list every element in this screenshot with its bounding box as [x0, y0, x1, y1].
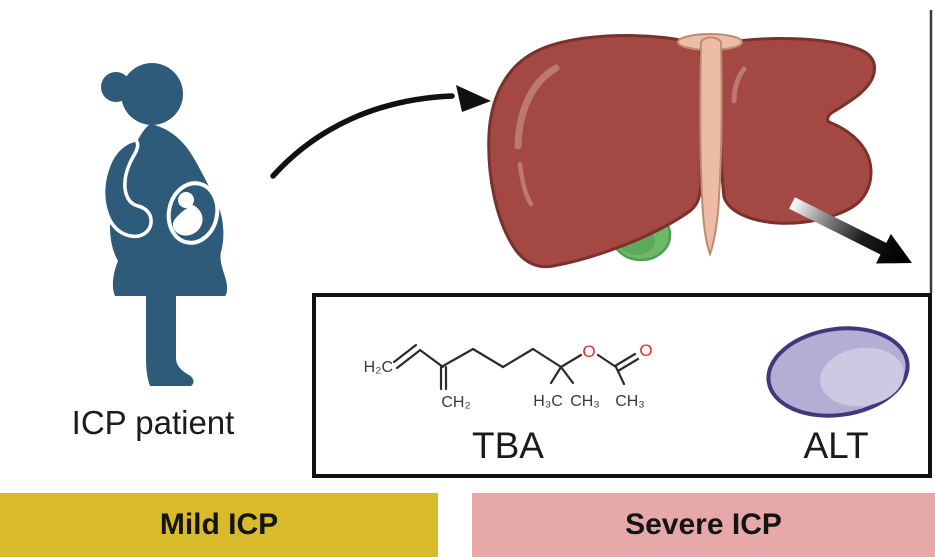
liver-right-lobe: [718, 36, 876, 225]
pregnant-woman-icon: [101, 63, 228, 386]
mild-icp-bar: Mild ICP: [0, 493, 438, 557]
liver-highlight-small: [517, 161, 534, 207]
curved-arrow-icon: [270, 85, 491, 179]
liver-icon: [487, 33, 876, 269]
atom-o-carbonyl: O: [639, 341, 652, 360]
arm-akimbo: [101, 138, 153, 239]
patient-label: ICP patient: [71, 404, 235, 441]
atom-h2c: H₂C: [364, 359, 393, 376]
liver-highlight: [514, 64, 560, 150]
atom-ch3-gem: CH₃: [570, 393, 600, 410]
results-box: [312, 293, 932, 478]
falciform-ligament: [699, 36, 723, 257]
atom-ch2: CH₂: [441, 394, 470, 411]
bond-lines: [392, 343, 640, 391]
leg-foot: [146, 296, 194, 386]
head: [121, 63, 183, 125]
severe-icp-bar: Severe ICP: [472, 493, 935, 557]
tba-molecule-structure: H₂C CH₂ H₃C CH₃ O O CH₃: [364, 341, 653, 411]
alt-label: ALT: [803, 425, 869, 466]
alt-enzyme-icon: [766, 326, 910, 418]
atom-ch3-acetyl: CH₃: [615, 393, 645, 410]
gradient-arrow-icon: [789, 197, 912, 264]
tba-label: TBA: [472, 425, 544, 466]
liver-highlight-right: [731, 66, 747, 104]
severe-icp-label: Severe ICP: [625, 508, 782, 541]
mild-icp-label: Mild ICP: [159, 508, 279, 541]
fetus-icon: [166, 181, 220, 245]
atom-o-ester: O: [582, 342, 595, 361]
atom-h3c: H₃C: [533, 393, 563, 410]
